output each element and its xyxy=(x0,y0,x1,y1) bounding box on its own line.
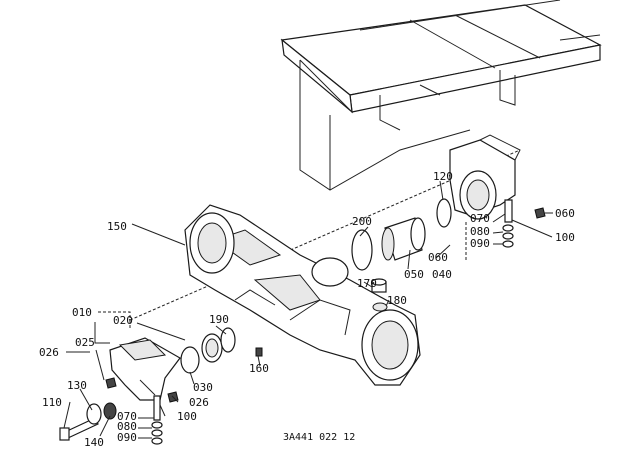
tractor-frame xyxy=(280,0,602,191)
plug-170 xyxy=(371,278,387,293)
front-axle-bracket xyxy=(449,134,521,220)
callout-060-left: 060 xyxy=(428,251,448,264)
callout-120: 120 xyxy=(433,170,453,183)
callout-060-right: 060 xyxy=(555,207,575,220)
callout-020: 020 xyxy=(113,314,133,327)
callout-190: 190 xyxy=(209,313,229,326)
washer-180 xyxy=(372,302,388,312)
callout-080-left: 080 xyxy=(117,420,137,433)
callout-130: 130 xyxy=(67,379,87,392)
callout-010: 010 xyxy=(72,306,92,319)
seal-030 xyxy=(180,346,200,374)
bushing-050 xyxy=(381,217,426,261)
hardware-left xyxy=(59,377,179,445)
callout-070-right: 070 xyxy=(470,212,490,225)
o-ring-200 xyxy=(351,229,373,271)
callout-040: 040 xyxy=(432,268,452,281)
callout-080-right: 080 xyxy=(470,225,490,238)
callout-025: 025 xyxy=(75,336,95,349)
callout-150: 150 xyxy=(107,220,127,233)
grease-fitting-160 xyxy=(255,347,263,357)
callout-026-left: 026 xyxy=(39,346,59,359)
bushing-020 xyxy=(201,333,223,363)
callout-050: 050 xyxy=(404,268,424,281)
axle-housing xyxy=(184,204,421,386)
callout-100-left: 100 xyxy=(177,410,197,423)
leader-lines xyxy=(63,180,553,439)
callout-160: 160 xyxy=(249,362,269,375)
callout-110: 110 xyxy=(42,396,62,409)
callout-070-left: 070 xyxy=(117,410,137,423)
o-ring-190 xyxy=(220,327,236,353)
callout-180: 180 xyxy=(387,294,407,307)
callout-090-right: 090 xyxy=(470,237,490,250)
alignment-line xyxy=(129,149,521,321)
hardware-right xyxy=(502,199,546,248)
callout-026-right: 026 xyxy=(189,396,209,409)
callout-030: 030 xyxy=(193,381,213,394)
o-ring-120 xyxy=(436,198,452,228)
callout-labels: 150 010 020 026 025 130 110 140 070 080 … xyxy=(39,170,575,449)
callout-170: 170 xyxy=(357,277,377,290)
callout-100-right: 100 xyxy=(555,231,575,244)
callout-200: 200 xyxy=(352,215,372,228)
callout-090-left: 090 xyxy=(117,431,137,444)
callout-140: 140 xyxy=(84,436,104,449)
washer-130 xyxy=(86,403,102,425)
spacer-140 xyxy=(103,402,117,420)
drawing-code: 3A441 022 12 xyxy=(283,432,355,443)
rear-bracket-010 xyxy=(109,337,181,401)
